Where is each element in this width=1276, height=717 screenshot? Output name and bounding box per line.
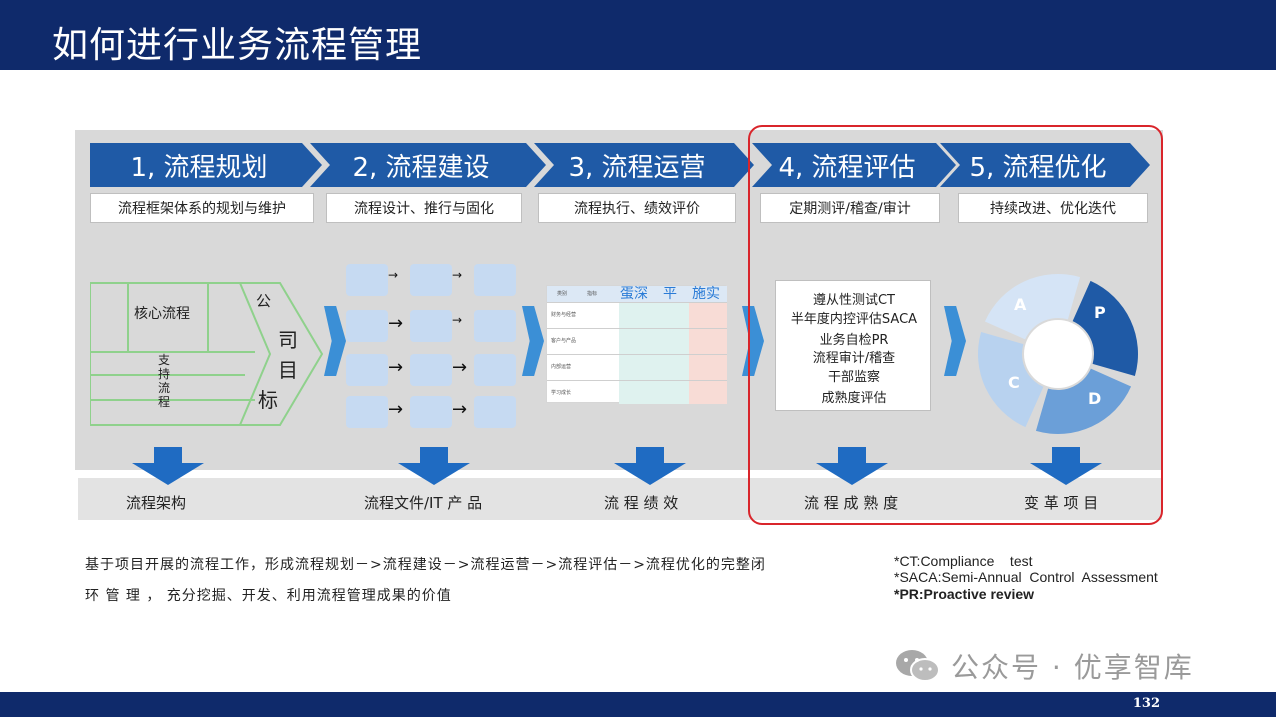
flow-box [346,310,388,342]
watermark: 公众号 · 优享智库 [895,646,1194,686]
flow-box [474,310,516,342]
description-line-1: 基于项目开展的流程工作，形成流程规划－>流程建设－>流程运营－>流程评估－>流程… [85,554,766,574]
step-3-desc: 流程执行、绩效评价 [538,193,736,223]
scorecard-row: 客户与产品 [551,337,576,344]
page-number: 132 [1133,696,1160,711]
flow-box [410,354,452,386]
note-saca: *SACA:Semi-Annual Control Assessment [894,569,1158,585]
description-line-2: 环 管 理 ， 充分挖掘、开发、利用流程管理成果的价值 [85,585,452,605]
scorecard-row: 内部运营 [551,363,571,370]
output-label: 流 程 绩 效 [604,492,678,513]
scorecard-header-cell: 指标 [587,290,597,297]
arrow-right-icon: → [452,313,462,327]
goal-char: 公 [256,290,271,311]
goal-char: 标 [258,384,278,413]
scorecard-header-cell: 类别 [557,290,567,297]
support-char: 流 [158,381,170,395]
arrow-right-icon: → [452,268,462,282]
flow-box [474,396,516,428]
support-char: 支 [158,353,170,367]
step-1-desc: 流程框架体系的规划与维护 [90,193,314,223]
flow-arrow-icon [324,306,346,376]
arrow-right-icon: → [388,313,403,334]
scorecard-row: 财务与经营 [551,311,576,318]
arrow-right-icon: → [388,357,403,378]
step-1-arrow: 1, 流程规划 [90,143,322,187]
goal-char: 目 [278,354,298,383]
scorecard-annotation: 平 [663,283,677,303]
watermark-text: 公众号 · 优享智库 [951,646,1194,686]
flow-arrow-icon [522,306,544,376]
note-ct: *CT:Compliance test [894,553,1033,569]
page-title: 如何进行业务流程管理 [52,16,422,68]
arrow-right-icon: → [388,399,403,420]
flow-box [474,354,516,386]
step-2-arrow: 2, 流程建设 [310,143,546,187]
note-pr: *PR:Proactive review [894,586,1034,602]
title-bar: 如何进行业务流程管理 [0,0,1276,70]
support-char: 持 [158,367,170,381]
flow-box [346,264,388,296]
highlight-frame [748,125,1163,525]
output-label: 流程文件/IT 产 品 [364,492,482,513]
scorecard-annotation: 蛋深 [620,283,648,303]
step-1-label: 1, 流程规划 [130,147,267,184]
arrow-right-icon: → [452,357,467,378]
output-label: 流程架构 [126,492,186,513]
support-process-label: 支 持 流 程 [158,353,170,409]
core-process-diagram: 核心流程 支 持 流 程 公 司 目 标 [90,282,330,426]
arrow-right-icon: → [452,399,467,420]
arrow-down-icon [132,447,204,485]
arrow-down-icon [614,447,686,485]
arrow-right-icon: → [388,268,398,282]
flow-box [474,264,516,296]
scorecard-col-teal [619,286,689,404]
flow-box [410,310,452,342]
step-3-label: 3, 流程运营 [568,147,705,184]
core-process-label: 核心流程 [134,303,190,323]
goal-char: 司 [278,324,298,353]
flow-box [410,396,452,428]
flow-box [346,396,388,428]
scorecard-row: 学习成长 [551,389,571,396]
wechat-icon [895,648,941,684]
scorecard-annotation: 施实 [692,283,720,303]
flow-box [410,264,452,296]
step-2-desc: 流程设计、推行与固化 [326,193,522,223]
arrow-down-icon [398,447,470,485]
step-3-arrow: 3, 流程运营 [534,143,754,187]
step-2-label: 2, 流程建设 [352,147,489,184]
support-char: 程 [158,395,170,409]
flow-box [346,354,388,386]
scorecard-col-pink [689,286,727,404]
footer-bar: 132 [0,692,1276,717]
